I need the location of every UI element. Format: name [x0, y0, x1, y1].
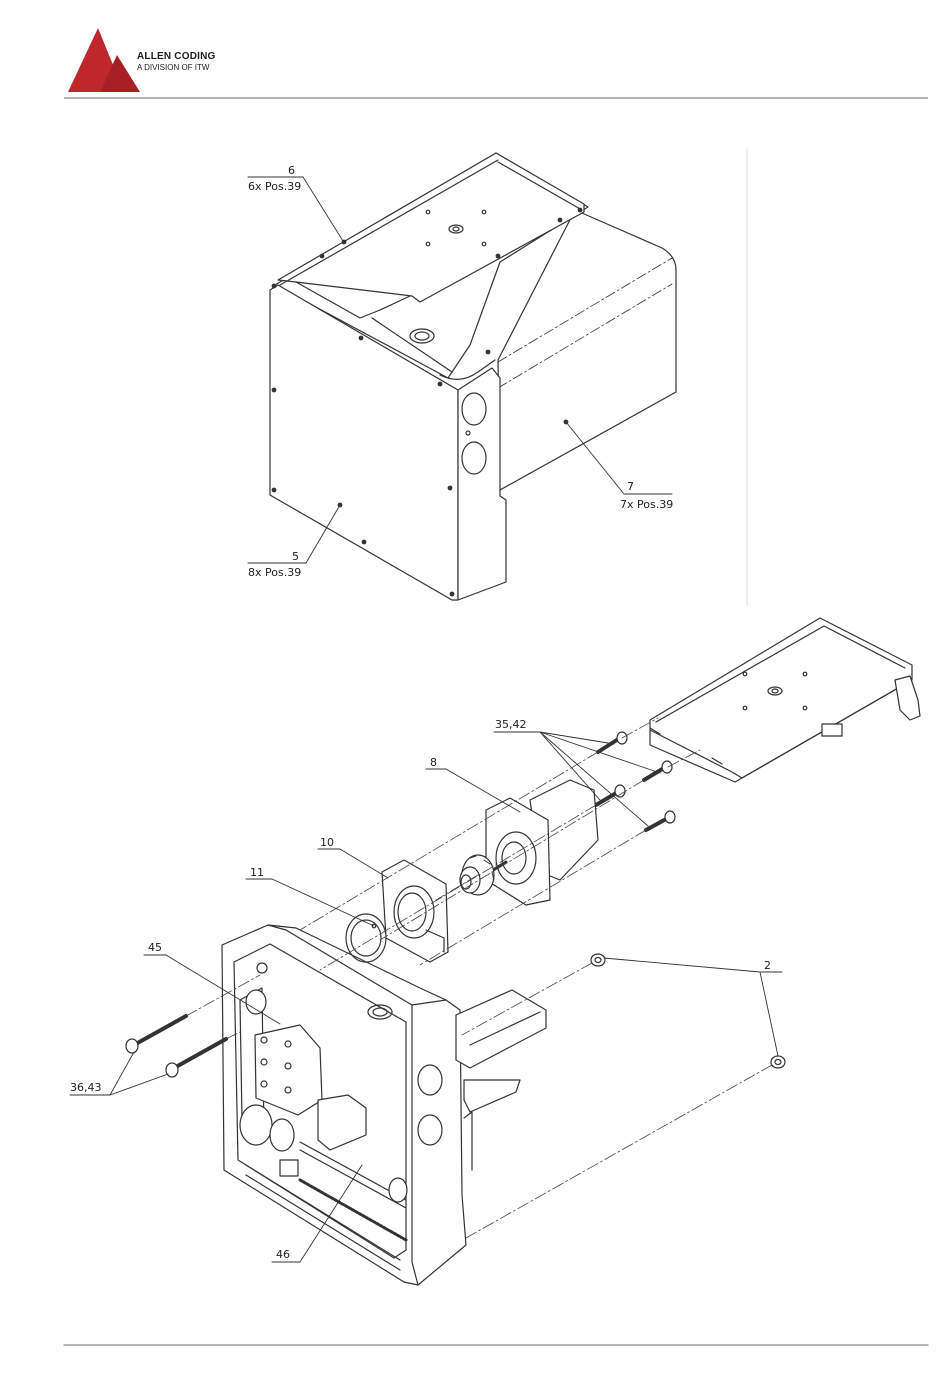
screw	[644, 761, 672, 780]
callout-8-number: 8	[430, 756, 437, 769]
roller	[389, 1178, 407, 1202]
callout-7-note: 7x Pos.39	[620, 498, 673, 511]
carriage	[255, 1025, 322, 1115]
callout-11-number: 11	[250, 866, 264, 879]
screw	[166, 1039, 226, 1077]
callout-5-number: 5	[292, 550, 299, 563]
roller	[240, 1105, 272, 1145]
callout-35-42-number: 35,42	[495, 718, 527, 731]
linear-guide-plate	[464, 1080, 520, 1112]
callout-46-number: 46	[276, 1248, 290, 1261]
motor-8	[474, 780, 598, 905]
main-housing	[222, 925, 546, 1285]
top-plate-6	[278, 153, 584, 302]
screws-36-43	[126, 1016, 226, 1077]
block	[280, 1160, 298, 1176]
callout-36-43-number: 36,43	[70, 1081, 102, 1094]
callout-2-number: 2	[764, 959, 771, 972]
roller	[246, 990, 266, 1014]
callout-45-number: 45	[148, 941, 162, 954]
linear-guide	[456, 990, 546, 1068]
roller	[270, 1119, 294, 1151]
linear-guide-plate	[464, 1112, 472, 1170]
callout-10	[318, 849, 388, 878]
callout-6-note: 6x Pos.39	[248, 180, 301, 193]
callout-2	[604, 958, 782, 1056]
nuts-2	[591, 954, 785, 1068]
screw	[646, 811, 675, 830]
callout-5-note: 8x Pos.39	[248, 566, 301, 579]
pulley	[460, 855, 494, 895]
mounting-plate-body	[650, 618, 912, 778]
mounting-plate	[650, 618, 920, 782]
callout-7-number: 7	[627, 480, 634, 493]
bracket-block	[822, 724, 842, 736]
callout-6-number: 6	[288, 164, 295, 177]
box-right-face	[458, 368, 506, 600]
cover-assembly	[270, 153, 676, 600]
bracket	[895, 676, 920, 720]
callout-10-number: 10	[320, 836, 334, 849]
screw	[126, 1016, 186, 1053]
